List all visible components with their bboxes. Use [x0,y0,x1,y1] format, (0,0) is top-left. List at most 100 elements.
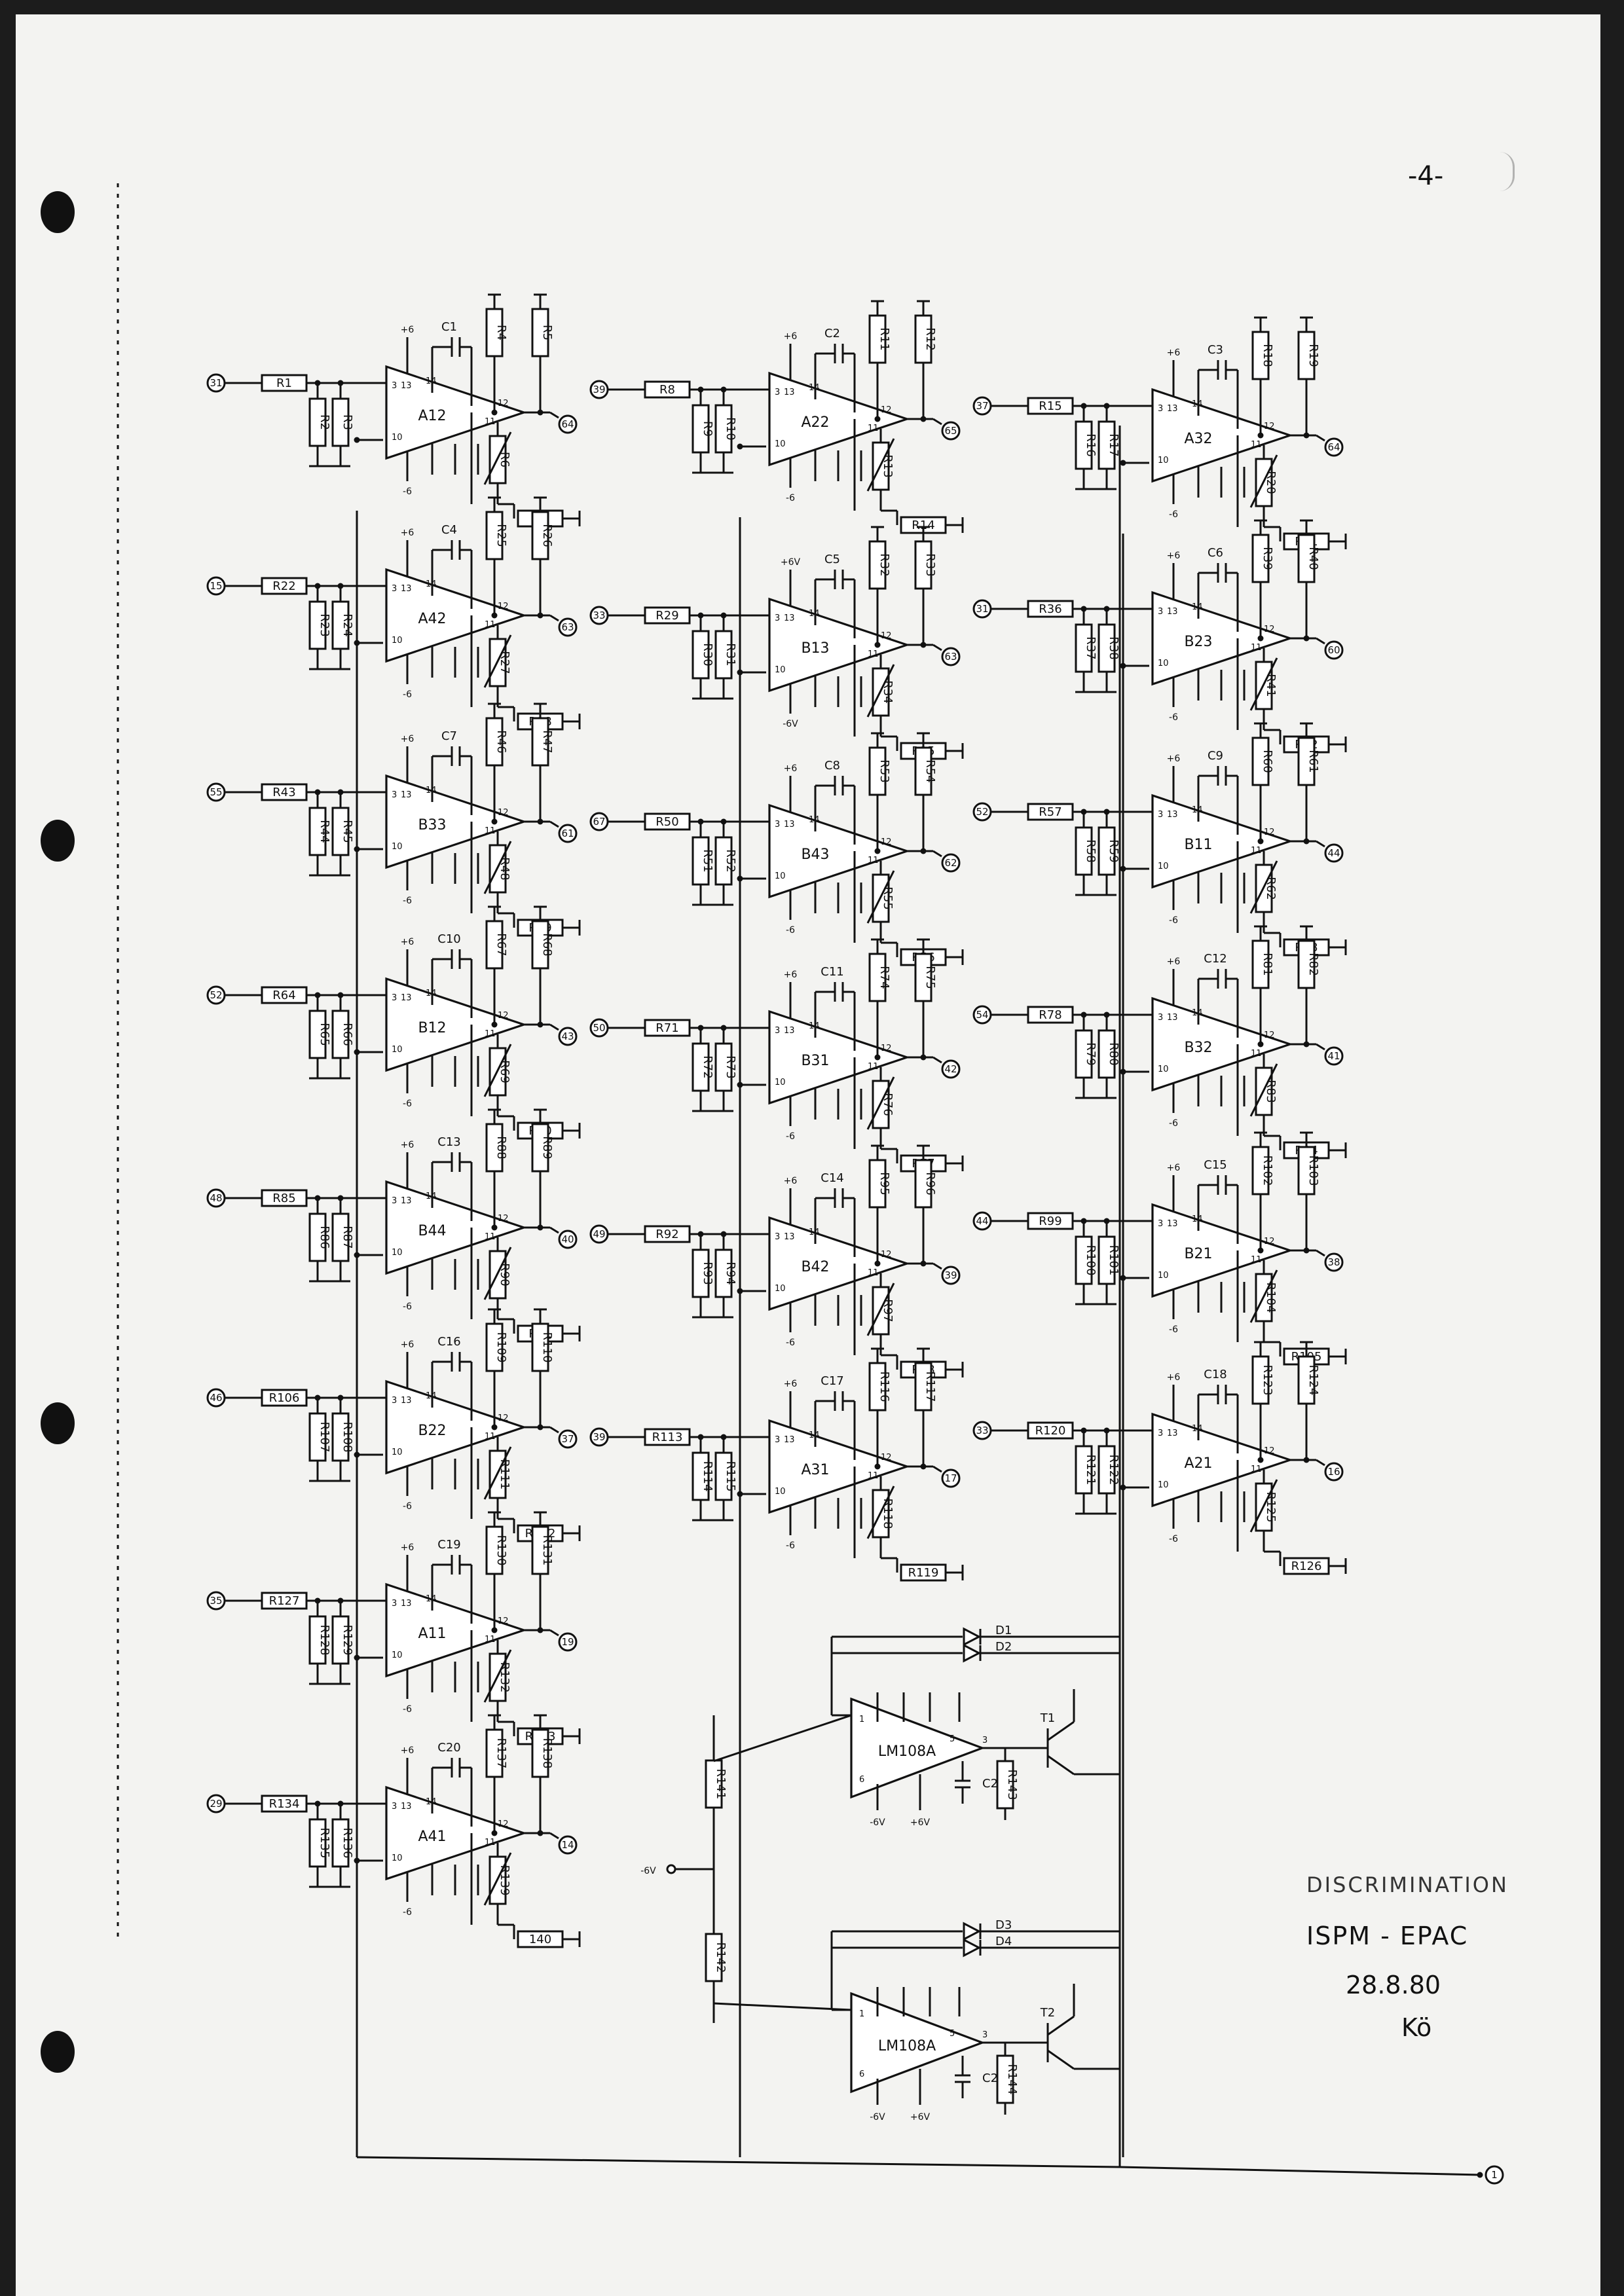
supply-label: -6 [786,925,795,936]
terminal-label: 52 [210,989,222,1001]
pin-label: 1 [859,2009,864,2019]
resistor [692,836,710,886]
pin-label: 14 [1192,399,1203,409]
supply-label: +6 [401,1745,415,1756]
resistor-label: R57 [1039,805,1061,819]
title-note: DISCRIMINATION [1306,1872,1509,1897]
resistor [485,308,504,357]
resistor-label: R73 [724,1055,737,1078]
pin-label: 13 [784,613,795,623]
resistor-label: R4 [494,325,508,340]
junction-dot [354,1857,360,1864]
supply-label: +6 [401,937,415,947]
resistor-label: R74 [877,966,891,989]
pin-label: 14 [426,1192,437,1201]
resistor-label: R61 [1306,750,1320,773]
pin-label: 14 [426,786,437,795]
capacitor-label: C8 [824,759,840,773]
resistor-label: R31 [724,643,737,666]
resistor [644,1225,691,1243]
pin-label: 13 [1167,810,1178,820]
institution-note: ISPM - EPAC [1306,1922,1469,1950]
opamp-label: A21 [1184,1455,1212,1472]
resistor [261,1189,308,1207]
supply-label: +6 [1167,957,1181,967]
resistor-label: R30 [701,643,714,666]
resistor-label: R38 [1107,636,1120,659]
capacitor-label: C20 [437,1741,460,1755]
junction-dot [354,437,360,443]
supply-label: -6 [403,689,412,700]
comparator-label: LM108A [878,2038,936,2054]
resistor-label: R3 [341,414,354,430]
transistor-emitter [1047,2049,1075,2070]
pin-label: 3 [392,1396,397,1406]
pin-label: 14 [1192,1214,1203,1224]
junction-dot [1257,635,1264,642]
resistor-label: R78 [1039,1008,1061,1022]
terminal [558,617,578,637]
opamp-triangle [768,803,911,899]
junction-dot [737,875,743,882]
pin-label: 10 [775,1284,786,1294]
punch-hole [41,2031,75,2073]
resistor-label: R79 [1084,1042,1098,1065]
supply-label: +6 [1167,551,1181,561]
diode [963,1938,982,1958]
supply-label: -6 [1169,1534,1178,1544]
terminal-label: 64 [1327,441,1340,453]
wire [1316,434,1325,442]
junction-dot [537,1830,544,1836]
potentiometer-arrow [866,438,895,492]
junction-dot [737,443,743,450]
resistor-label: R40 [1306,547,1320,570]
resistor-label: R103 [1306,1156,1320,1186]
junction-dot [920,1463,927,1470]
capacitor-label: C17 [821,1374,843,1388]
resistor-label: R111 [498,1459,511,1490]
resistor-label: R67 [494,933,508,956]
junction-dot [354,846,360,852]
pin-label: 11 [1251,440,1262,450]
junction-dot [491,1627,498,1633]
resistor-label: R39 [1261,547,1274,570]
pin-label: 3 [1158,1429,1163,1438]
resistor [1297,331,1316,380]
wire [932,850,942,858]
common-bus: 1 [117,183,1504,2185]
opamp-label: B42 [801,1259,829,1275]
resistor-label: R100 [1084,1245,1098,1276]
junction-dot [537,612,544,619]
terminal-label: 61 [561,828,574,839]
transistor-label: T2 [1040,2006,1055,2020]
opamp-label: A32 [1184,431,1212,447]
opamp-label: A42 [418,611,446,627]
pin-label: 14 [426,1797,437,1807]
pin-label: 13 [401,1802,412,1812]
resistor-label: R76 [881,1093,895,1116]
junction-dot [920,1054,927,1061]
resistor-label: R88 [494,1136,508,1159]
punch-hole [41,191,75,233]
diode-label: D4 [995,1935,1012,1948]
pin-label: 13 [784,820,795,829]
resistor-label: R26 [540,524,554,547]
resistor-label: R55 [881,886,895,909]
pin-label: 11 [1251,1049,1262,1059]
opamp-triangle [385,1180,528,1275]
capacitor-label: C2 [824,327,840,340]
junction-dot [1120,866,1126,872]
pin-label: 10 [775,439,786,449]
comparator-label: LM108A [878,1743,936,1760]
capacitor-label: C7 [441,729,457,743]
resistor-label: R22 [272,579,295,593]
supply-label: +6 [401,1542,415,1553]
terminal [558,1835,578,1855]
terminal [558,1027,578,1046]
pin-label: 13 [1167,404,1178,414]
opamp-label: B44 [418,1223,446,1239]
supply-label: +6 [784,1176,798,1186]
junction-dot [1303,1247,1310,1254]
